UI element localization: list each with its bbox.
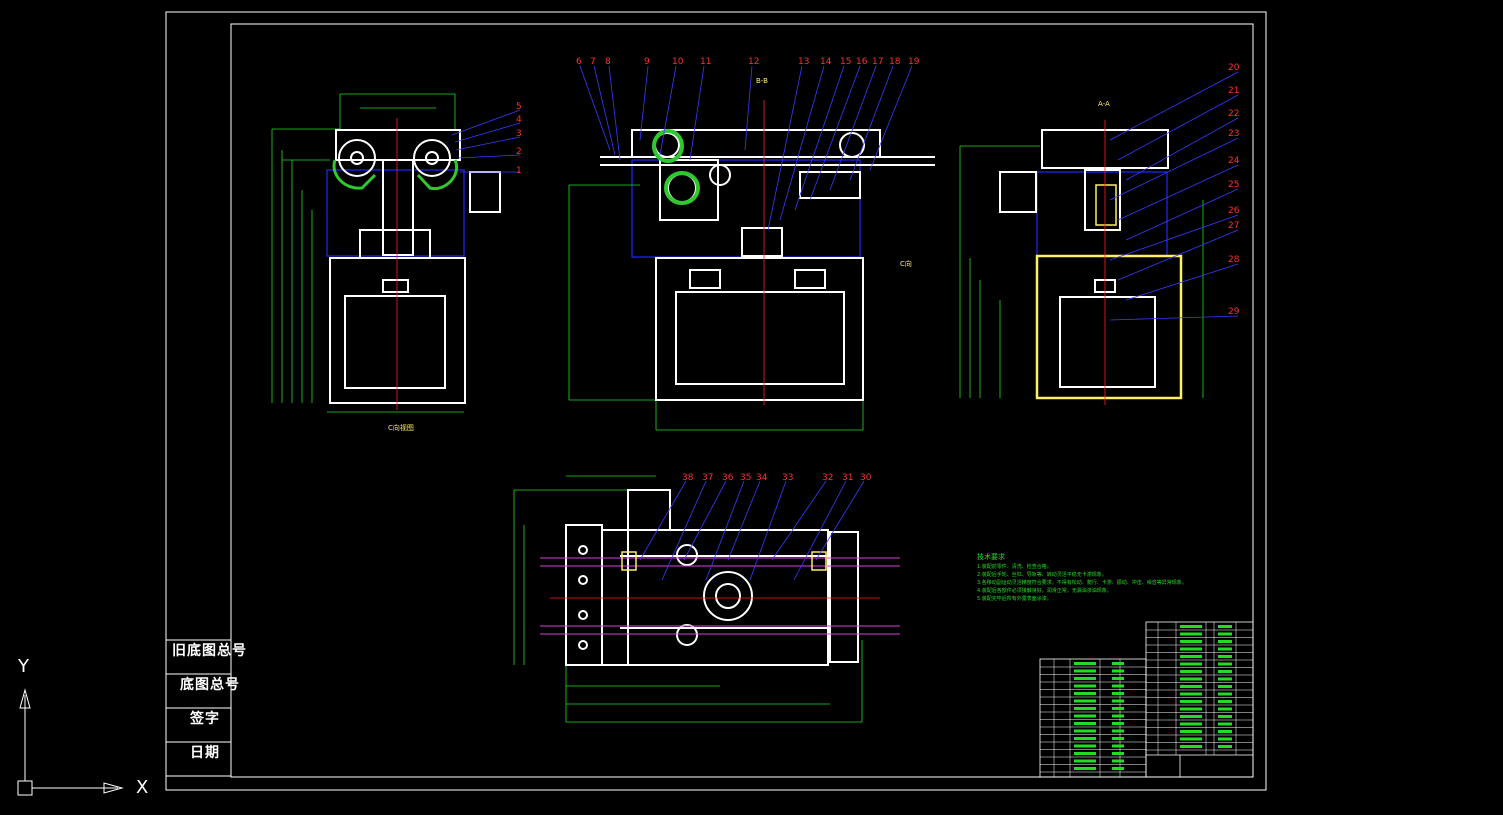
callout-22: 22 <box>1228 109 1239 119</box>
callout-12: 12 <box>748 57 759 67</box>
ucs-icon <box>17 688 124 796</box>
callout-18: 18 <box>889 57 901 67</box>
callout-33: 33 <box>782 473 793 483</box>
callout-23: 23 <box>1228 129 1239 139</box>
callout-9: 9 <box>644 57 650 67</box>
ucs-y-axis-label: Y <box>18 656 30 677</box>
callout-2: 2 <box>516 147 522 157</box>
callout-34: 34 <box>756 473 768 483</box>
sidebar-date: 日期 <box>190 745 220 761</box>
plan-view: 38 37 36 35 34 33 32 31 30 <box>513 473 900 723</box>
section-aa-label: A-A <box>1098 100 1110 108</box>
sidebar-old-base-number: 旧底图总号 <box>172 643 247 659</box>
callout-20: 20 <box>1228 63 1240 73</box>
callout-13: 13 <box>798 57 809 67</box>
note-line: 1.装配前零件、清洗、检查合格。 <box>977 563 1052 570</box>
right-section-view: A-A 20 21 22 23 24 25 26 27 28 29 <box>959 63 1240 405</box>
section-bb-label: B-B <box>756 77 768 85</box>
callout-32: 32 <box>822 473 833 483</box>
callout-28: 28 <box>1228 255 1240 265</box>
outer-border <box>165 11 1267 791</box>
technical-notes: 技术要求 1.装配前零件、清洗、检查合格。2.装配后手轮、丝杠、导轨等、转动灵活… <box>977 552 1187 602</box>
callout-35: 35 <box>740 473 751 483</box>
notes-title: 技术要求 <box>977 552 1005 561</box>
note-line: 2.装配后手轮、丝杠、导轨等、转动灵活平稳无卡滞现象。 <box>977 571 1107 578</box>
parts-list-table <box>1039 621 1254 778</box>
callout-8: 8 <box>605 57 611 67</box>
callout-31: 31 <box>842 473 853 483</box>
sidebar-signature: 签字 <box>190 711 220 727</box>
callout-25: 25 <box>1228 180 1239 190</box>
callout-5: 5 <box>516 102 522 112</box>
callout-21: 21 <box>1228 86 1239 96</box>
callout-38: 38 <box>682 473 694 483</box>
callout-15: 15 <box>840 57 851 67</box>
left-view-caption: C向视图 <box>388 423 414 432</box>
callout-7: 7 <box>590 57 596 67</box>
callout-37: 37 <box>702 473 713 483</box>
sidebar-base-number: 底图总号 <box>180 677 240 693</box>
c-direction-label: C向 <box>900 259 912 268</box>
ucs-x-axis-label: X <box>136 777 150 798</box>
callout-24: 24 <box>1228 156 1240 166</box>
callout-16: 16 <box>856 57 868 67</box>
note-line: 5.装配完毕后所有外露表面涂漆。 <box>977 595 1052 602</box>
callout-10: 10 <box>672 57 684 67</box>
callout-29: 29 <box>1228 307 1240 317</box>
callout-14: 14 <box>820 57 832 67</box>
callout-17: 17 <box>872 57 883 67</box>
sheet-frame <box>165 11 1267 791</box>
callout-26: 26 <box>1228 206 1240 216</box>
callout-4: 4 <box>516 115 522 125</box>
callout-30: 30 <box>860 473 872 483</box>
note-line: 4.装配后各部件必须接触良好，润滑正常，无漏油渗油现象。 <box>977 587 1112 594</box>
inner-border <box>230 23 1254 778</box>
callout-6: 6 <box>576 57 582 67</box>
callout-1: 1 <box>516 166 522 176</box>
callout-27: 27 <box>1228 221 1239 231</box>
callout-3: 3 <box>516 129 522 139</box>
left-view: C向视图 5 4 3 2 1 <box>271 93 522 432</box>
sidebar-table <box>165 639 232 777</box>
note-line: 3.各移动副运动灵活精度符合要求，不得有松动、爬行、卡滞、振动、冲击、噪音等异常… <box>977 579 1187 586</box>
callout-19: 19 <box>908 57 920 67</box>
callout-11: 11 <box>700 57 711 67</box>
callout-36: 36 <box>722 473 734 483</box>
